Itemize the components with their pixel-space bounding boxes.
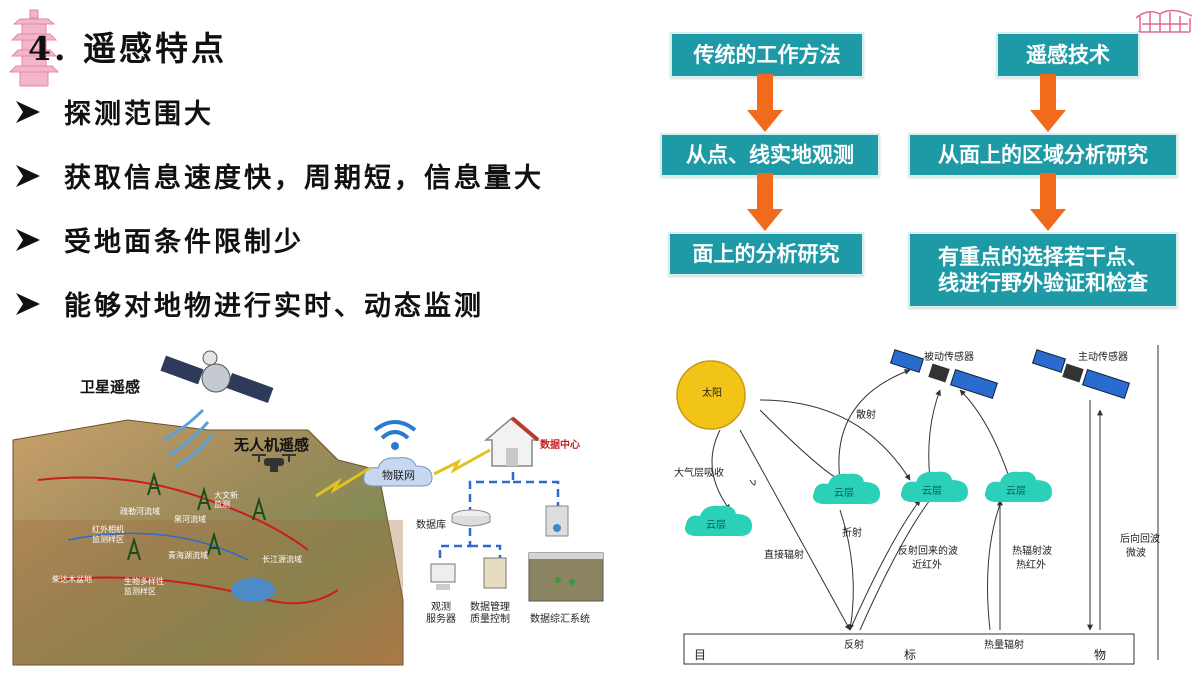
iot-label: 物联网 <box>382 469 415 482</box>
quality-label: 数据管理 质量控制 <box>470 602 510 626</box>
arrow-bullet-icon <box>12 227 42 253</box>
cloud-icon <box>985 471 1052 502</box>
map-label: 柴达木盆地 <box>52 575 92 584</box>
flow-box-line-2: 线进行野外验证和检查 <box>938 271 1148 295</box>
computer-icon <box>483 557 507 589</box>
iot-cloud-icon <box>363 457 433 487</box>
direct-label: 直接辐射 <box>764 550 804 561</box>
system-screenshot <box>528 552 604 602</box>
lightning-link <box>315 466 371 498</box>
down-arrow-icon <box>1030 74 1066 132</box>
bullet-item: 探测范围大 <box>12 92 214 131</box>
active-sensor-label: 主动传感器 <box>1078 352 1128 363</box>
map-label: 黑河流域 <box>174 515 206 524</box>
map-label: 大文新 <box>214 491 238 500</box>
flow-box-regional-analysis: 从面上的区域分析研究 <box>908 133 1178 177</box>
satellite-icon <box>160 350 274 404</box>
down-arrow-icon <box>747 74 783 132</box>
thermal-label-2: 热红外 <box>1016 560 1046 571</box>
drone-icon <box>252 454 296 472</box>
arrow-bullet-icon <box>12 163 42 189</box>
temple-roof-icon <box>1134 4 1194 38</box>
arrow-bullet-icon <box>12 99 42 125</box>
wifi-icon <box>373 420 417 450</box>
bullet-item: 能够对地物进行实时、动态监测 <box>12 284 484 323</box>
target-label: 标 <box>904 648 917 662</box>
map-label: 监测 <box>214 500 230 509</box>
down-arrow-icon <box>1030 173 1066 231</box>
target-label: 物 <box>1094 648 1107 662</box>
cloud-label: 云层 <box>834 488 854 499</box>
cloud-icon <box>685 505 752 536</box>
server-label: 观测 服务器 <box>426 602 456 626</box>
cloud-label: 云层 <box>706 520 726 531</box>
heat-label: 热量辐射 <box>984 640 1024 651</box>
absorption-label: 大气层吸收 <box>674 468 724 479</box>
remote-sensing-diagram: 太阳 被动传感器 主动传感器 云层 云层 云层 云层 散射 大气层吸收 折射 直… <box>660 340 1200 675</box>
server-label-1: 观测 <box>431 602 451 613</box>
monitoring-illustration: 卫星遥感 无人机遥感 物联网 数据中心 <box>8 340 648 670</box>
pagoda-icon <box>8 8 60 88</box>
title-number: 4. <box>28 29 69 68</box>
map-label: 长江源流域 <box>262 555 302 564</box>
scatter-label: 散射 <box>856 410 876 421</box>
sun-label: 太阳 <box>702 388 722 399</box>
flow-box-remote-sensing: 遥感技术 <box>996 32 1140 78</box>
cloud-icon <box>813 473 880 504</box>
page-title: 4. 遥感特点 <box>28 22 227 70</box>
flow-box-field-verification: 有重点的选择若干点、 线进行野外验证和检查 <box>908 232 1178 308</box>
drone-label: 无人机遥感 <box>234 436 310 454</box>
system-label: 数据综汇系统 <box>530 614 590 625</box>
server-label-2: 服务器 <box>426 614 456 625</box>
reflect-label: 反射 <box>844 640 864 651</box>
backscatter-label-2: 微波 <box>1126 548 1146 559</box>
map-label: 生物多样性 <box>124 577 164 586</box>
cloud-label: 云层 <box>922 486 942 497</box>
flow-box-traditional: 传统的工作方法 <box>670 32 864 78</box>
sun-icon <box>676 360 746 430</box>
map-label: 监测样区 <box>92 535 124 544</box>
database-label: 数据库 <box>416 520 446 531</box>
server-icon <box>545 505 569 537</box>
signal-waves-icon <box>162 408 215 468</box>
map-label: 青海湖流域 <box>168 551 208 560</box>
bullet-item: 获取信息速度快，周期短，信息量大 <box>12 156 544 195</box>
quality-label-2: 质量控制 <box>470 614 510 625</box>
refraction-label: 折射 <box>842 528 862 539</box>
house-icon <box>483 416 541 467</box>
bullet-item: 受地面条件限制少 <box>12 220 304 259</box>
passive-sensor-label: 被动传感器 <box>924 352 974 363</box>
flow-box-line-1: 有重点的选择若干点、 <box>938 244 1148 269</box>
database-icon <box>451 509 491 527</box>
down-arrow-icon <box>747 173 783 231</box>
target-label: 目 <box>694 648 707 662</box>
quality-label-1: 数据管理 <box>470 602 510 613</box>
data-center-label: 数据中心 <box>540 440 580 451</box>
bullet-text: 能够对地物进行实时、动态监测 <box>64 291 484 322</box>
bullet-text: 获取信息速度快，周期短，信息量大 <box>64 163 544 194</box>
cloud-label: 云层 <box>1006 486 1026 497</box>
lightning-link <box>433 448 491 476</box>
map-label: 监测样区 <box>124 587 156 596</box>
title-text: 遥感特点 <box>82 29 227 68</box>
cloud-icon <box>901 471 968 502</box>
thermal-label-1: 热辐射波 <box>1012 546 1052 557</box>
map-label: 红外相机 <box>92 525 124 534</box>
computer-icon <box>430 563 456 590</box>
reflected-label-1: 反射回来的波 <box>898 546 958 557</box>
network-lines <box>438 472 560 562</box>
flow-box-surface-analysis: 面上的分析研究 <box>668 232 864 276</box>
bullet-text: 探测范围大 <box>64 99 214 130</box>
terrain-map <box>12 419 404 666</box>
arrow-bullet-icon <box>12 291 42 317</box>
map-label: 疏勒河流域 <box>120 507 160 516</box>
satellite-label: 卫星遥感 <box>80 378 141 396</box>
reflected-label-2: 近红外 <box>912 560 942 571</box>
satellite-icon <box>1032 349 1131 400</box>
bullet-text: 受地面条件限制少 <box>64 227 304 258</box>
backscatter-label-1: 后向回波 <box>1120 534 1160 545</box>
flow-box-field-observation: 从点、线实地观测 <box>660 133 880 177</box>
satellite-icon <box>890 349 999 400</box>
